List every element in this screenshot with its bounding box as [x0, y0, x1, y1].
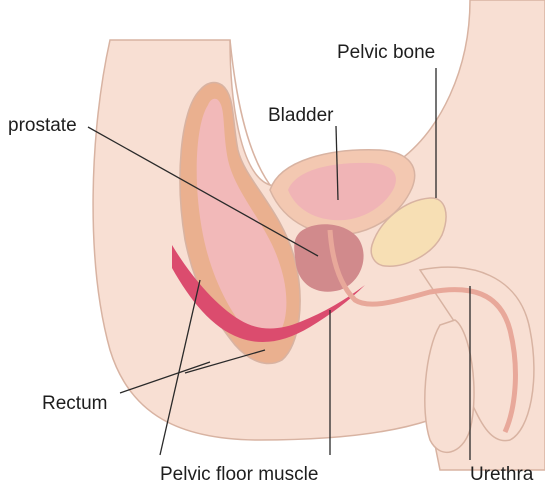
urethra-label: Urethra [470, 464, 534, 485]
rectum-label: Rectum [42, 393, 107, 414]
prostate-label: prostate [8, 115, 77, 136]
pelvic-floor-muscle-label: Pelvic floor muscle [160, 464, 318, 485]
pelvic-bone-label: Pelvic bone [337, 42, 435, 63]
bladder-label: Bladder [268, 105, 334, 126]
